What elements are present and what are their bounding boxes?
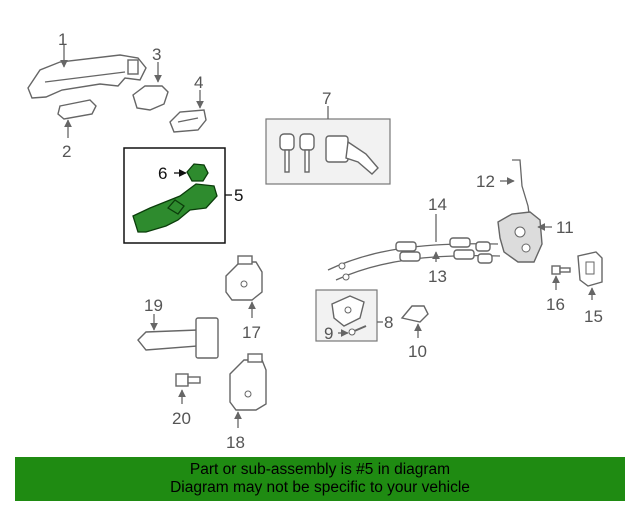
part-6-highlight[interactable] <box>186 163 209 182</box>
info-banner: Part or sub-assembly is #5 in diagram Di… <box>15 457 625 501</box>
label-8: 8 <box>384 313 393 332</box>
label-1: 1 <box>58 30 67 49</box>
hinge-bolt[interactable] <box>175 373 201 387</box>
lower-hinge[interactable] <box>229 353 267 411</box>
label-15: 15 <box>584 307 603 326</box>
outside-door-handle[interactable] <box>27 54 147 99</box>
label-19: 19 <box>144 296 163 315</box>
handle-cover[interactable] <box>132 85 169 111</box>
upper-hinge[interactable] <box>225 255 263 301</box>
banner-line-1: Part or sub-assembly is #5 in diagram <box>189 461 451 478</box>
screw[interactable] <box>551 265 571 275</box>
part-5-highlight[interactable] <box>132 183 218 233</box>
key-set-box[interactable] <box>265 118 391 185</box>
label-13: 13 <box>428 267 447 286</box>
door-check[interactable] <box>137 317 219 359</box>
parts-diagram: 1 2 3 4 6 5 <box>27 30 603 452</box>
label-14: 14 <box>428 195 447 214</box>
key-1 <box>279 133 295 173</box>
label-5: 5 <box>234 186 243 205</box>
label-7: 7 <box>322 89 331 108</box>
key-2 <box>299 133 315 173</box>
label-10: 10 <box>408 342 427 361</box>
label-4: 4 <box>194 73 203 92</box>
banner-line-2: Diagram may not be specific to your vehi… <box>170 479 470 496</box>
cable-assembly[interactable] <box>327 237 501 281</box>
label-17: 17 <box>242 323 261 342</box>
door-lock-actuator[interactable] <box>497 211 543 263</box>
pin <box>348 325 367 336</box>
door-bracket[interactable] <box>577 251 603 287</box>
lock-link-rod[interactable] <box>512 159 531 221</box>
label-12: 12 <box>476 172 495 191</box>
label-3: 3 <box>152 45 161 64</box>
label-20: 20 <box>172 409 191 428</box>
label-18: 18 <box>226 433 245 452</box>
label-2: 2 <box>62 142 71 161</box>
lock-cylinder <box>325 135 379 175</box>
label-11: 11 <box>556 218 574 237</box>
label-16: 16 <box>546 295 565 314</box>
handle-pad[interactable] <box>169 109 207 133</box>
part-5-assembly-box[interactable] <box>123 147 226 244</box>
handle-cap[interactable] <box>57 99 97 120</box>
label-9: 9 <box>324 324 333 343</box>
end-cap[interactable] <box>400 305 429 323</box>
label-6: 6 <box>158 164 167 183</box>
